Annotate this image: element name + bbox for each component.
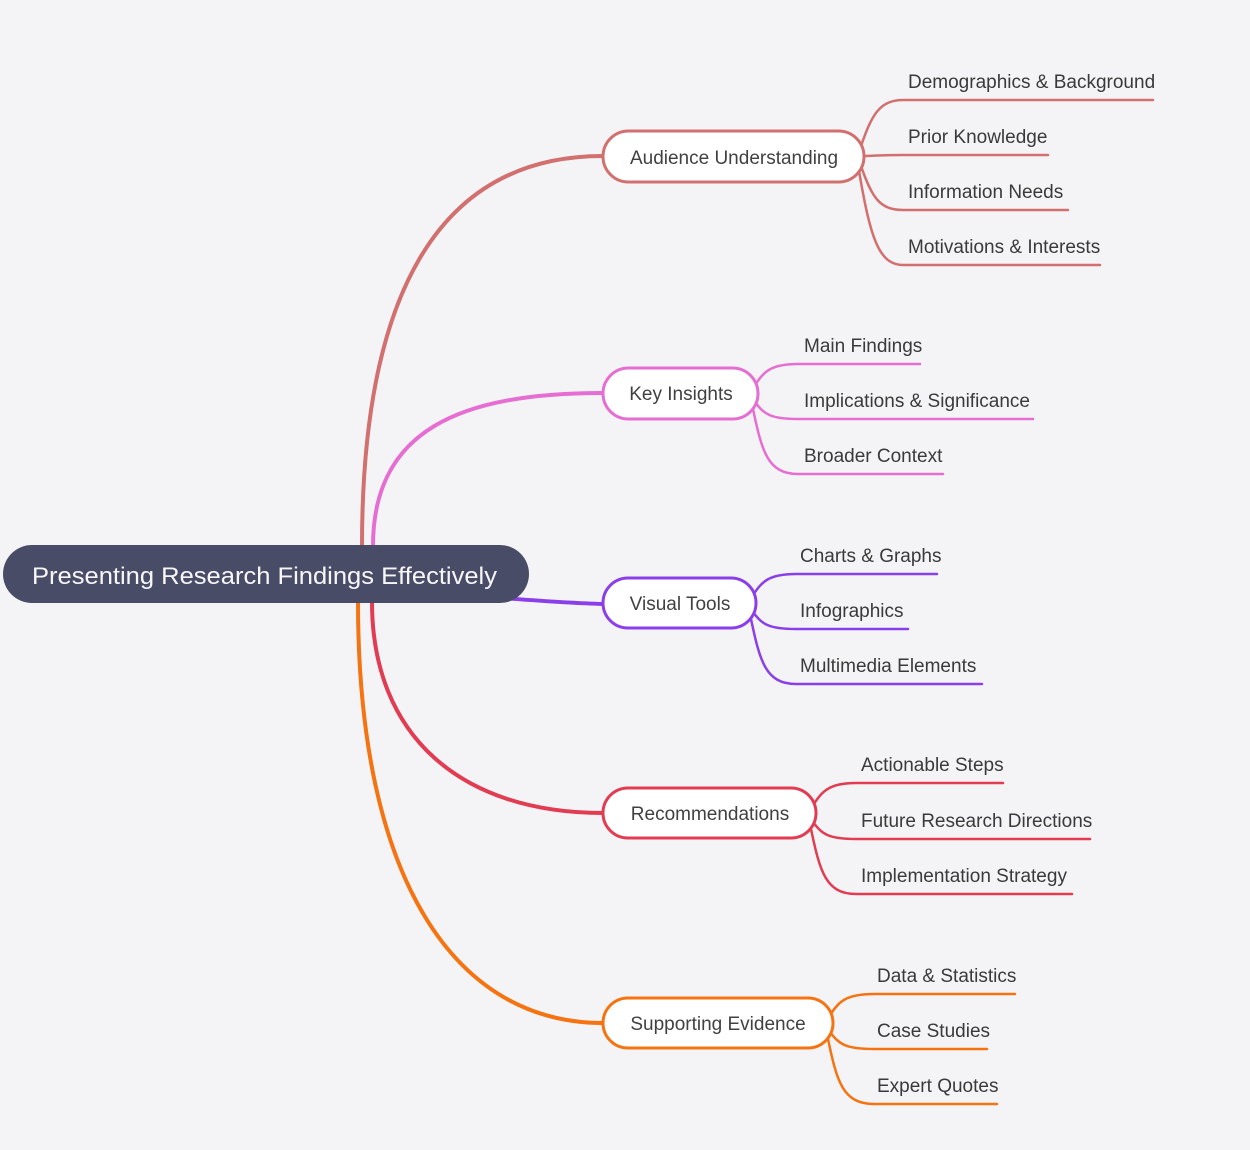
branch-recommendations: Recommendations Actionable Steps Future … [370, 600, 1092, 896]
link-root-to-supporting-evidence [356, 600, 605, 1025]
node-audience-understanding-label: Audience Understanding [630, 148, 838, 169]
link-root-to-key-insights [371, 391, 605, 548]
node-recommendations[interactable] [601, 786, 818, 840]
root-node[interactable] [3, 545, 529, 603]
node-key-insights[interactable] [601, 366, 760, 421]
link-recommendations-child-2 [809, 827, 1074, 896]
leaf-demographics-background[interactable]: Demographics & Background [908, 72, 1155, 93]
link-visual-child-1 [751, 610, 910, 631]
link-evidence-child-1 [828, 1030, 989, 1051]
link-recommendations-child-0 [811, 781, 1005, 807]
branch-audience-understanding: Audience Understanding Demographics & Ba… [360, 72, 1155, 548]
leaf-implementation-strategy[interactable]: Implementation Strategy [861, 866, 1067, 887]
node-visual-tools-label: Visual Tools [630, 594, 731, 615]
leaf-implications-significance[interactable]: Implications & Significance [804, 391, 1030, 412]
link-audience-child-0 [859, 98, 1155, 148]
leaf-case-studies[interactable]: Case Studies [877, 1021, 990, 1042]
link-root-to-audience-understanding [360, 154, 605, 548]
leaf-data-statistics[interactable]: Data & Statistics [877, 966, 1016, 987]
link-insights-child-0 [753, 362, 922, 387]
leaf-motivations-interests[interactable]: Motivations & Interests [908, 237, 1100, 258]
link-root-to-recommendations [370, 600, 605, 815]
node-supporting-evidence-label: Supporting Evidence [630, 1014, 805, 1035]
root-node-label: Presenting Research Findings Effectively [32, 563, 497, 590]
leaf-multimedia-elements[interactable]: Multimedia Elements [800, 656, 976, 677]
leaf-broader-context[interactable]: Broader Context [804, 446, 943, 467]
link-visual-child-2 [749, 617, 984, 686]
link-recommendations-child-1 [811, 820, 1092, 841]
node-visual-tools[interactable] [601, 576, 758, 630]
leaf-information-needs[interactable]: Information Needs [908, 182, 1063, 203]
leaf-main-findings[interactable]: Main Findings [804, 336, 922, 357]
root-group: Presenting Research Findings Effectively [3, 545, 529, 603]
link-audience-child-2 [859, 164, 1070, 212]
link-audience-child-1 [861, 153, 1050, 158]
branch-supporting-evidence: Supporting Evidence Data & Statistics Ca… [356, 600, 1017, 1106]
leaf-actionable-steps[interactable]: Actionable Steps [861, 755, 1004, 776]
branch-visual-tools: Visual Tools Charts & Graphs Infographic… [486, 546, 984, 686]
branch-key-insights: Key Insights Main Findings Implications … [371, 336, 1035, 548]
node-audience-understanding[interactable] [601, 129, 866, 184]
leaf-prior-knowledge[interactable]: Prior Knowledge [908, 127, 1047, 148]
link-audience-child-3 [857, 169, 1102, 267]
node-key-insights-label: Key Insights [629, 384, 733, 405]
link-evidence-child-2 [826, 1037, 999, 1106]
node-recommendations-label: Recommendations [631, 804, 789, 825]
node-supporting-evidence[interactable] [601, 996, 835, 1050]
leaf-infographics[interactable]: Infographics [800, 601, 904, 622]
link-visual-child-0 [751, 572, 939, 597]
leaf-charts-graphs[interactable]: Charts & Graphs [800, 546, 942, 567]
link-evidence-child-0 [828, 992, 1017, 1017]
leaf-expert-quotes[interactable]: Expert Quotes [877, 1076, 998, 1097]
link-insights-child-2 [751, 407, 945, 476]
link-insights-child-1 [753, 400, 1035, 421]
leaf-future-research-directions[interactable]: Future Research Directions [861, 811, 1092, 832]
